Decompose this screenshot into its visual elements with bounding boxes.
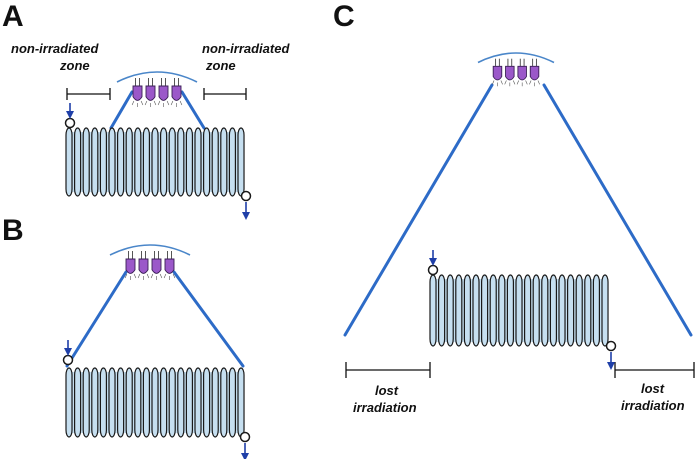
flow-arrow-icon <box>239 431 251 459</box>
coil-loop <box>237 367 245 438</box>
panel-c-left-lost-label: lost irradiation <box>353 383 417 415</box>
panel-a-right-zone-label: non-irradiated zone <box>202 41 293 73</box>
coil-loop <box>438 274 446 347</box>
coil-loop <box>532 274 540 347</box>
coil-loop <box>228 127 237 197</box>
coil-loop <box>99 127 108 197</box>
coil-loop <box>142 367 151 438</box>
coil-loop <box>73 127 82 197</box>
coil-loop <box>168 127 176 197</box>
panel-b-coil <box>62 340 251 459</box>
coil-loop <box>566 274 575 347</box>
flow-arrow-icon <box>64 103 76 129</box>
panel-a-zone-bracket-right <box>203 88 247 100</box>
coil-loop <box>203 127 211 197</box>
coil-loop <box>116 367 125 438</box>
coil-loop <box>541 274 549 347</box>
coil-loop <box>168 367 176 438</box>
coil-loop <box>592 274 601 347</box>
panel-a-light-beam <box>109 90 206 130</box>
panel-c-label: C <box>333 0 355 33</box>
coil-loop <box>237 127 245 197</box>
coil-loop <box>463 274 472 347</box>
coil-loop <box>108 367 116 438</box>
panel-c-right-lost-label: lost irradiation <box>621 381 685 413</box>
coil-loop <box>455 274 463 347</box>
panel-c-coil <box>427 250 617 370</box>
coil-loop <box>601 274 609 347</box>
coil-loop <box>211 367 219 438</box>
coil-loop <box>523 274 532 347</box>
panel-c-light-beam <box>343 83 693 337</box>
led-array-icon <box>109 244 191 280</box>
coil-loop <box>549 274 558 347</box>
coil-loop <box>584 274 592 347</box>
panel-a: A non-irradiated zone non-irradiated zon… <box>2 0 293 220</box>
panel-c-lost-bracket-left <box>345 362 431 378</box>
coil-loop <box>160 127 168 197</box>
coil-loop <box>498 274 506 347</box>
panel-b-label: B <box>2 214 24 247</box>
panel-a-zone-bracket-left <box>66 88 111 100</box>
coil-loop <box>446 274 454 347</box>
led-array-icon <box>477 52 555 87</box>
coil-loop <box>472 274 480 347</box>
coil-loop <box>99 367 108 438</box>
led-array-icon <box>116 71 198 107</box>
coil-loop <box>220 367 228 438</box>
panel-b: B <box>2 214 251 459</box>
coil-loop <box>220 127 228 197</box>
coil-loop <box>185 367 194 438</box>
coil-loop <box>134 127 142 197</box>
coil-loop <box>91 367 99 438</box>
coil-loop <box>108 127 116 197</box>
coil-loop <box>142 127 151 197</box>
coil-loop <box>506 274 515 347</box>
flow-arrow-icon <box>240 190 252 220</box>
flow-arrow-icon <box>62 340 74 366</box>
coil-loop <box>575 274 583 347</box>
flow-arrow-icon <box>427 250 439 276</box>
panel-c: C lost irradiation lost irradiation <box>333 0 695 415</box>
coil-loop <box>177 367 185 438</box>
coil-loop <box>429 274 437 347</box>
coil-loop <box>160 367 168 438</box>
coil-loop <box>211 127 219 197</box>
coil-loop <box>73 367 82 438</box>
panel-a-left-zone-label: non-irradiated zone <box>11 41 102 73</box>
coil-loop <box>151 127 159 197</box>
coil-loop <box>203 367 211 438</box>
coil-loop <box>116 127 125 197</box>
coil-loop <box>228 367 237 438</box>
coil-loop <box>125 127 133 197</box>
coil-loop <box>125 367 133 438</box>
coil-loop <box>65 367 73 438</box>
coil-loop <box>134 367 142 438</box>
coil-loop <box>151 367 159 438</box>
coil-loop <box>489 274 497 347</box>
coil-loop <box>82 127 90 197</box>
coil-loop <box>65 127 73 197</box>
panel-a-label: A <box>2 0 24 33</box>
coil-loop <box>91 127 99 197</box>
coil-loop <box>82 367 90 438</box>
coil-loop <box>185 127 194 197</box>
panel-c-lost-bracket-right <box>614 362 695 378</box>
flow-arrow-icon <box>605 340 617 370</box>
panel-b-light-beam <box>65 270 245 368</box>
coil-loop <box>558 274 566 347</box>
coil-loop <box>177 127 185 197</box>
panel-a-coil <box>64 103 252 220</box>
coil-loop <box>194 127 202 197</box>
coil-loop <box>515 274 523 347</box>
coil-loop <box>194 367 202 438</box>
coil-loop <box>481 274 489 347</box>
